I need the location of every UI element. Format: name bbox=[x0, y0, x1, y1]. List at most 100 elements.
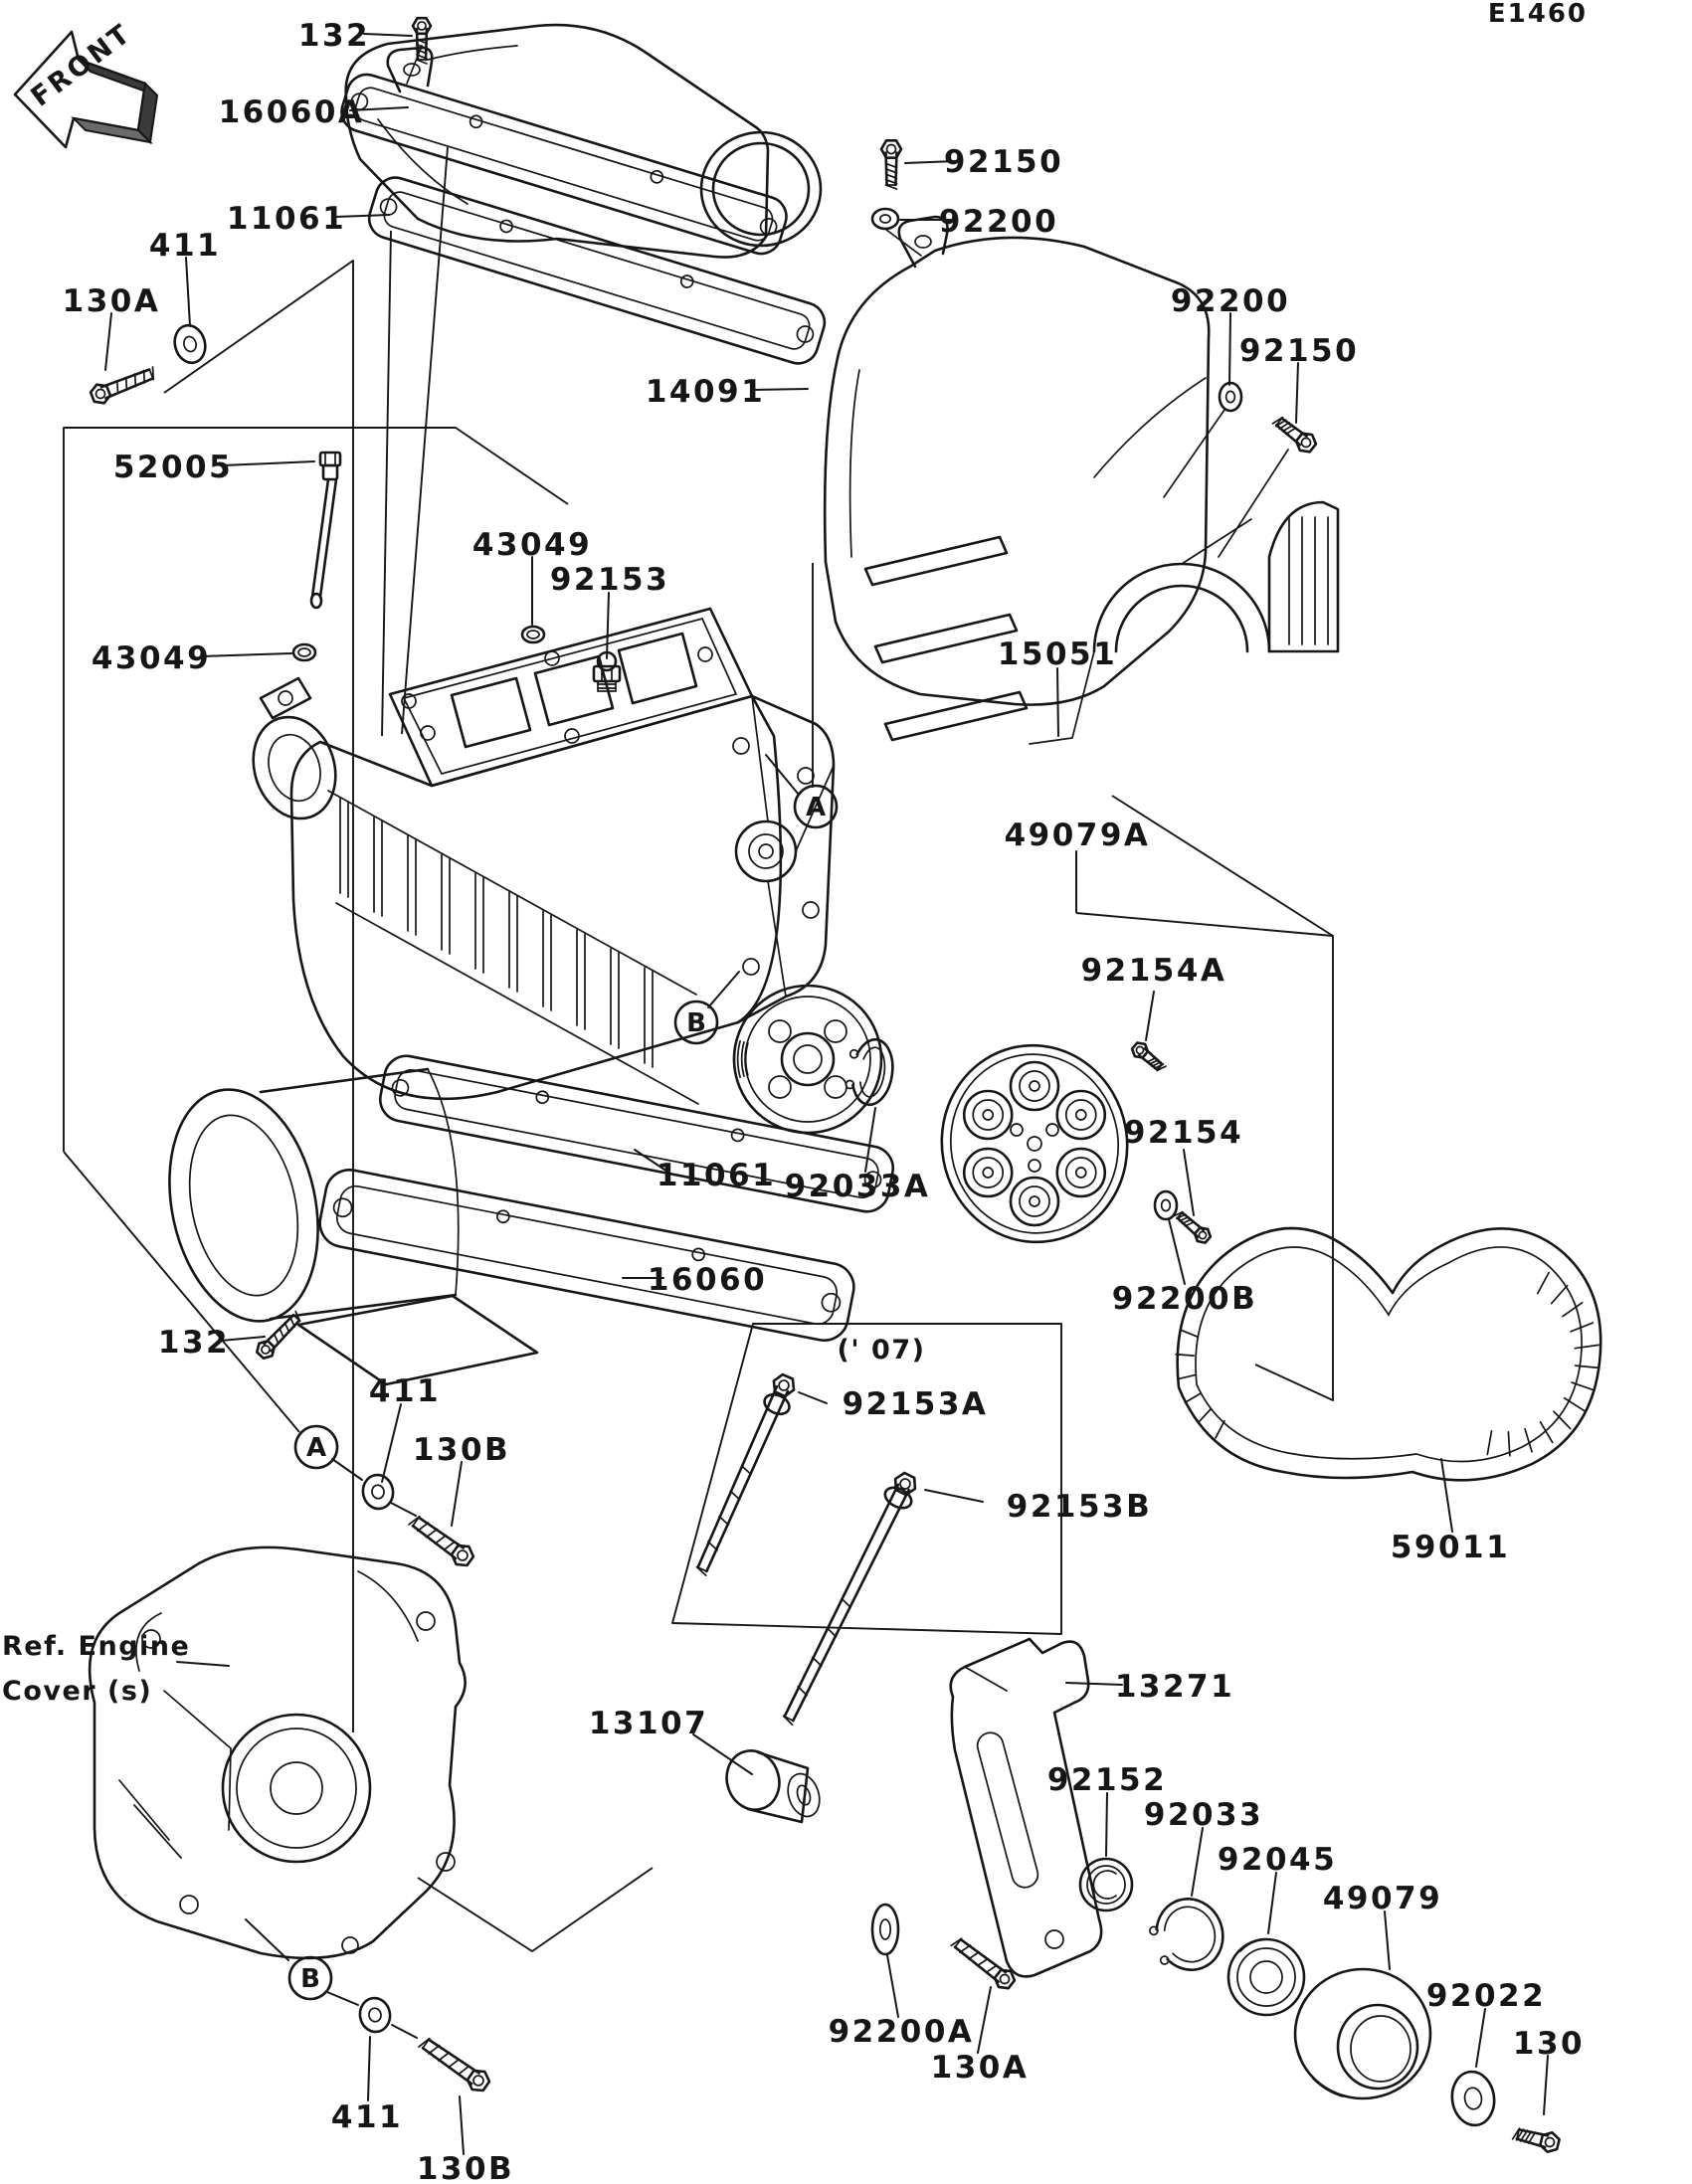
washer-icon bbox=[361, 1473, 395, 1511]
callout-letter-A1: A bbox=[806, 793, 826, 822]
front-direction-arrow: FRONT bbox=[13, 18, 159, 149]
part-label-411-mid: 411 bbox=[369, 1373, 441, 1409]
bushing-13107 bbox=[725, 1749, 821, 1824]
cover-15051 bbox=[1029, 500, 1340, 745]
part-label-92200b: 92200B bbox=[1112, 1281, 1257, 1317]
callout-letter-A2: A bbox=[306, 1433, 326, 1463]
hex-bolts bbox=[89, 16, 1561, 2153]
bolt-130a-top bbox=[89, 366, 155, 405]
supercharger-body bbox=[252, 607, 836, 1105]
part-label-92033a: 92033A bbox=[785, 1169, 931, 1204]
bolt-92150-right bbox=[1271, 416, 1318, 454]
part-label-92022: 92022 bbox=[1426, 1978, 1546, 2014]
washer-icon bbox=[173, 323, 207, 365]
part-label-411-bot: 411 bbox=[331, 2099, 403, 2135]
gasket-16060a bbox=[340, 73, 788, 256]
part-label-43049-l: 43049 bbox=[92, 640, 211, 676]
ref-note-line2: Cover (s) bbox=[2, 1676, 152, 1707]
year-2007-callout-box bbox=[671, 1323, 1062, 1635]
washer-icon bbox=[1450, 2070, 1496, 2127]
part-label-92200-rt: 92200 bbox=[1171, 283, 1290, 319]
part-label-92153a: 92153A bbox=[843, 1386, 989, 1422]
part-label-92153: 92153 bbox=[550, 562, 669, 598]
seal-92152 bbox=[1078, 1857, 1134, 1912]
part-label-16060: 16060 bbox=[648, 1262, 767, 1298]
bracket-13271 bbox=[949, 1637, 1103, 1978]
stud-bolt-92153b bbox=[782, 1471, 917, 1727]
part-label-14091: 14091 bbox=[646, 374, 765, 410]
callout-fence-lines bbox=[63, 146, 1334, 1952]
part-label-92154: 92154 bbox=[1124, 1115, 1243, 1151]
part-label-411-top: 411 bbox=[149, 228, 221, 264]
idler-roller-49079 bbox=[1293, 1967, 1432, 2100]
gasket-11061-bottom bbox=[378, 1054, 895, 1213]
bolt-132-top bbox=[411, 16, 433, 65]
part-label-92045: 92045 bbox=[1218, 1842, 1337, 1878]
part-label-92033: 92033 bbox=[1144, 1797, 1263, 1833]
callout-circles: A B A B bbox=[287, 784, 839, 2001]
bolt-130b-bottom bbox=[418, 2037, 491, 2093]
callout-letter-B2: B bbox=[300, 1964, 320, 1994]
part-label-11061-top: 11061 bbox=[227, 201, 346, 237]
callout-circle-B2: B bbox=[287, 1955, 333, 2001]
washer-icon bbox=[870, 1903, 900, 1956]
stud-bolt-92153a bbox=[695, 1372, 796, 1576]
part-label-16060a: 16060A bbox=[219, 94, 365, 130]
coupler-damper-assembly bbox=[940, 1043, 1129, 1244]
part-label-130: 130 bbox=[1513, 2026, 1585, 2062]
stud-bolts-92153a-92153b bbox=[695, 1372, 917, 1727]
snap-ring-92033a bbox=[845, 1037, 894, 1107]
bolt-92150-top bbox=[879, 139, 903, 190]
snap-ring-92033 bbox=[1149, 1898, 1224, 1971]
part-label-92150-rt: 92150 bbox=[1239, 333, 1359, 369]
washer-icon bbox=[1218, 381, 1243, 413]
engine-cover-reference bbox=[88, 1546, 467, 1960]
callout-circle-A2: A bbox=[293, 1424, 339, 1470]
o-rings bbox=[291, 625, 546, 662]
part-label-132-top: 132 bbox=[298, 18, 370, 54]
washers bbox=[173, 207, 1496, 2127]
o-ring-icon bbox=[291, 642, 317, 662]
bearing-92045 bbox=[1226, 1937, 1306, 2017]
bolt-132-bottom bbox=[255, 1310, 301, 1360]
part-label-49079a: 49079A bbox=[1005, 818, 1151, 853]
o-ring-icon bbox=[520, 625, 546, 644]
bolt-130b-mid bbox=[408, 1515, 475, 1567]
gasket-11061-top bbox=[367, 176, 827, 365]
part-label-92154a: 92154A bbox=[1081, 953, 1227, 989]
bolt-130 bbox=[1511, 2127, 1561, 2153]
part-label-13107: 13107 bbox=[589, 1706, 708, 1741]
washer-icon bbox=[358, 1996, 392, 2034]
gasket-16060-frame bbox=[318, 1169, 855, 1342]
part-label-130a-bot: 130A bbox=[931, 2050, 1030, 2086]
year-2007-note: (' 07) bbox=[838, 1335, 926, 1365]
washer-icon bbox=[1153, 1189, 1179, 1221]
intake-duct-16060 bbox=[168, 1067, 539, 1386]
part-label-92200-top: 92200 bbox=[939, 204, 1058, 240]
part-label-11061-bot: 11061 bbox=[657, 1158, 776, 1193]
washer-icon bbox=[870, 207, 900, 231]
oil-dipstick-52005 bbox=[309, 451, 342, 610]
part-label-92200a: 92200A bbox=[829, 2014, 975, 2050]
part-label-130b-mid: 130B bbox=[413, 1432, 510, 1468]
part-label-49079: 49079 bbox=[1323, 1881, 1442, 1916]
callout-letter-B1: B bbox=[686, 1008, 706, 1038]
part-label-92152: 92152 bbox=[1047, 1762, 1167, 1798]
part-label-15051: 15051 bbox=[998, 637, 1117, 672]
plate-code: E1460 bbox=[1488, 0, 1588, 29]
part-label-130a-top: 130A bbox=[63, 283, 161, 319]
callout-circle-A1: A bbox=[793, 784, 839, 829]
part-label-13271: 13271 bbox=[1115, 1669, 1234, 1705]
part-label-52005: 52005 bbox=[113, 450, 233, 485]
part-label-92150-top: 92150 bbox=[944, 144, 1063, 180]
bolt-92154a bbox=[1130, 1041, 1167, 1072]
part-label-92153b: 92153B bbox=[1007, 1489, 1152, 1525]
part-label-59011: 59011 bbox=[1391, 1530, 1510, 1565]
part-number-labels: 13216060A11061411130A9215092200140919220… bbox=[63, 18, 1585, 2184]
leader-lines bbox=[104, 33, 1549, 2155]
part-label-132-bot: 132 bbox=[158, 1325, 230, 1361]
ref-note-line1: Ref. Engine bbox=[2, 1631, 190, 1662]
drive-belt-59011 bbox=[1175, 1226, 1602, 1482]
